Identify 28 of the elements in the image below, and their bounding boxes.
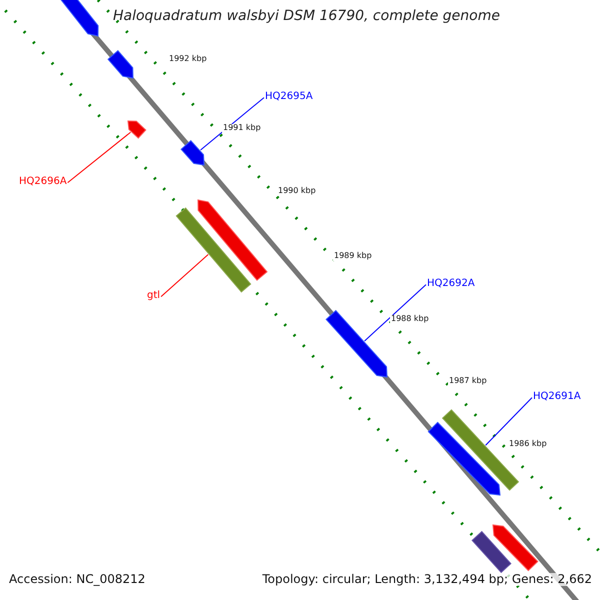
leader-line [67, 132, 132, 184]
gene-block [127, 120, 146, 139]
gene-block [428, 422, 501, 496]
scale-label: 1988 kbp [390, 315, 430, 324]
scale-label: 1989 kbp [333, 252, 373, 261]
scale-label: 1986 kbp [508, 440, 548, 449]
title: Haloquadratum walsbyi DSM 16790, complete genome [113, 9, 500, 24]
footer-text: Accession: NC_008212 [9, 573, 146, 586]
gene-label: HQ2691A [533, 391, 581, 402]
scale-label: 1990 kbp [277, 187, 317, 196]
gene-block [107, 50, 134, 79]
gene-label: HQ2692A [427, 278, 475, 289]
gene-bar [176, 207, 252, 293]
gene-block [197, 199, 268, 281]
footer-text: Topology: circular; Length: 3,132,494 bp; Genes: 2,662 [262, 573, 592, 586]
leader-line [364, 284, 426, 342]
gene-block [492, 524, 538, 572]
gene-label: gtl [147, 290, 160, 301]
scale-label: 1992 kbp [168, 55, 208, 64]
gene-block [472, 530, 512, 574]
gene-block [326, 310, 388, 378]
leader-line [485, 397, 532, 446]
scale-label: 1991 kbp [222, 124, 262, 133]
leader-line [160, 254, 209, 298]
gene-label: HQ2695A [265, 91, 313, 102]
gene-label: HQ2696A [19, 176, 67, 187]
gene-block [180, 140, 205, 166]
scale-label: 1987 kbp [448, 377, 488, 386]
